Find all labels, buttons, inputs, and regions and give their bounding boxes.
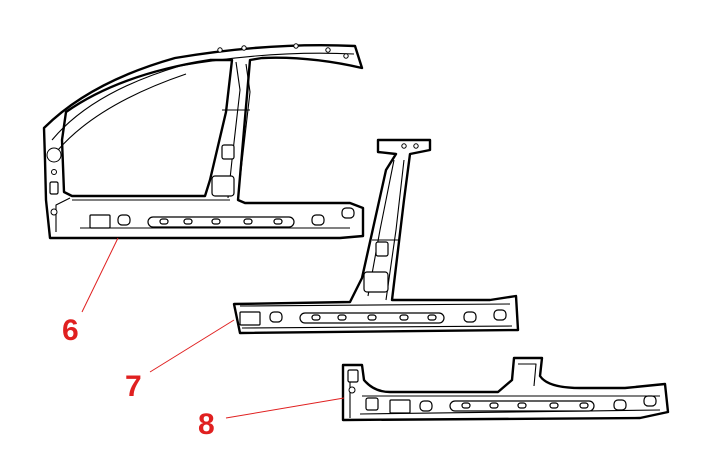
part-6-side-frame[interactable]	[42, 43, 365, 240]
leader-line-6	[81, 237, 119, 313]
callout-6: 6	[62, 314, 79, 347]
part-8-sill-reinforcement[interactable]	[341, 356, 670, 422]
leader-line-7	[149, 319, 235, 373]
callout-7: 7	[125, 370, 142, 403]
callout-8: 8	[198, 408, 215, 441]
part-7-b-pillar-sill[interactable]	[232, 138, 520, 335]
leader-line-8	[225, 397, 345, 419]
